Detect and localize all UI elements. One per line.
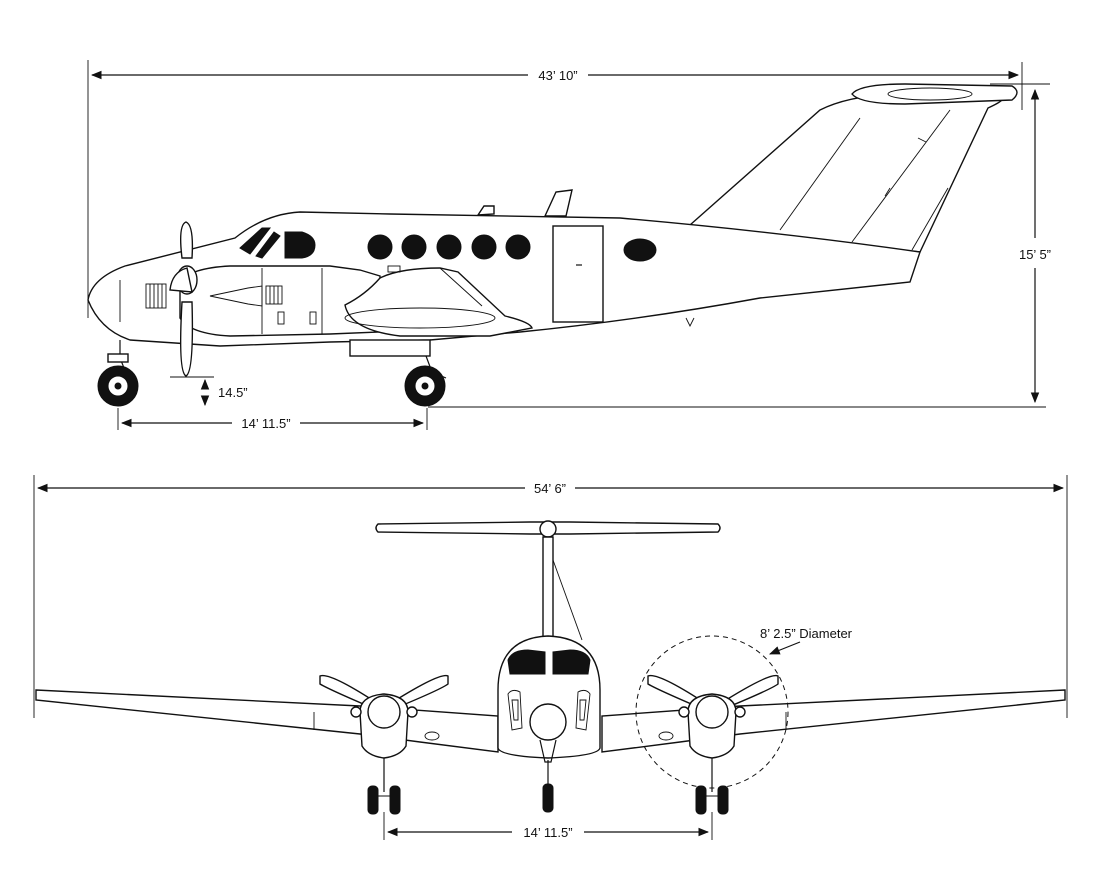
windshield-right bbox=[552, 649, 591, 675]
nose-gear-front bbox=[539, 739, 557, 813]
left-wing-front bbox=[35, 689, 499, 753]
track-dimension: 14’ 11.5” bbox=[383, 812, 713, 840]
front-view: 54’ 6” bbox=[33, 475, 1068, 840]
vertical-tail bbox=[688, 93, 1004, 253]
length-dimension: 43’ 10” bbox=[87, 60, 1023, 318]
cockpit-side-window bbox=[284, 231, 316, 259]
prop-clearance-label: 14.5” bbox=[218, 385, 248, 400]
right-engine-front bbox=[647, 674, 779, 815]
length-label: 43’ 10” bbox=[538, 68, 577, 83]
left-engine-front bbox=[319, 674, 449, 815]
wheelbase-dimension: 14’ 11.5” bbox=[117, 408, 428, 431]
main-gear bbox=[349, 339, 447, 407]
nose-gear bbox=[97, 340, 139, 407]
horizontal-stabilizer bbox=[851, 83, 1018, 105]
wingspan-label: 54’ 6” bbox=[534, 481, 566, 496]
cockpit-window bbox=[255, 231, 281, 259]
propeller-side bbox=[169, 221, 198, 377]
cabin-windows bbox=[367, 234, 657, 262]
prop-clearance-dimension: 14.5” bbox=[170, 376, 248, 407]
wheelbase-label: 14’ 11.5” bbox=[241, 416, 290, 431]
engine-nacelle bbox=[179, 265, 381, 337]
right-wing-front bbox=[601, 689, 1066, 753]
prop-diameter-label: 8’ 2.5” Diameter bbox=[760, 626, 853, 641]
height-dimension: 15’ 5” bbox=[428, 83, 1051, 408]
wing bbox=[344, 267, 533, 337]
height-label: 15’ 5” bbox=[1019, 247, 1051, 262]
wingspan-dimension: 54’ 6” bbox=[33, 475, 1068, 718]
side-view: 43’ 10” 15’ 5” bbox=[87, 60, 1051, 431]
cabin-door bbox=[552, 225, 604, 323]
prop-diameter-indicator: 8’ 2.5” Diameter bbox=[635, 626, 853, 789]
track-label: 14’ 11.5” bbox=[523, 825, 572, 840]
cockpit-window bbox=[239, 227, 272, 255]
windshield-left bbox=[507, 649, 546, 675]
